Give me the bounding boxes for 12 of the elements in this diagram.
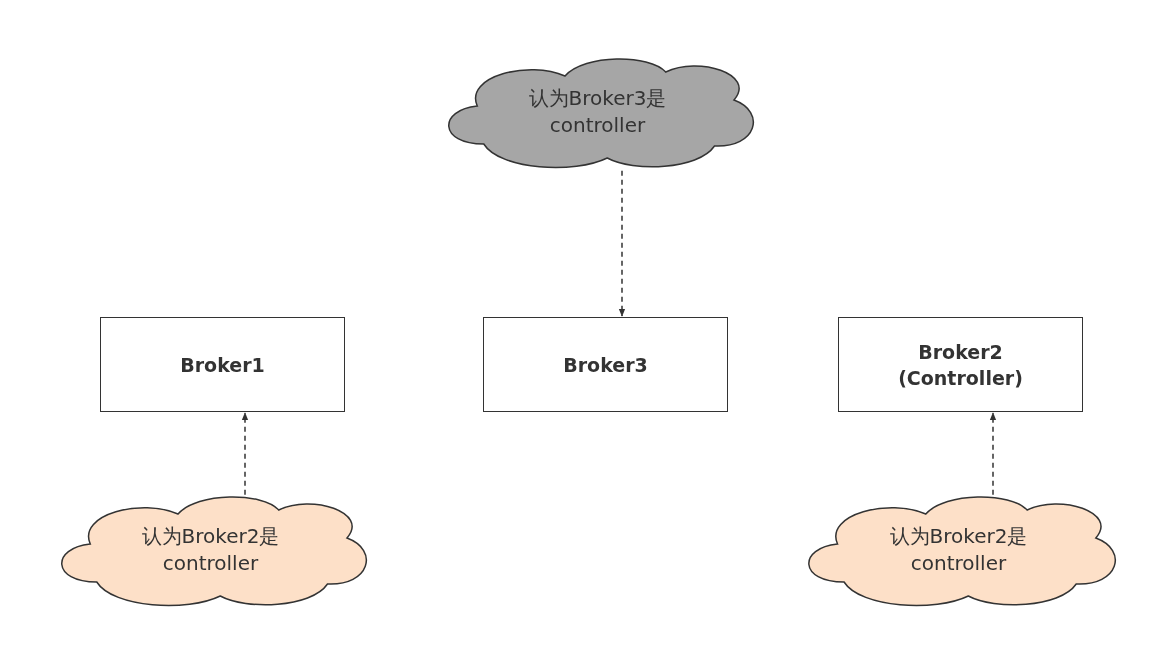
process-box	[838, 317, 1083, 412]
process-box	[483, 317, 728, 412]
box-label: Broker2 (Controller)	[897, 339, 1024, 391]
cloud-text: 认为Broker2是controller	[888, 523, 1029, 577]
process-box	[100, 317, 345, 412]
box-label: Broker1	[179, 352, 266, 378]
arrow	[618, 170, 626, 317]
arrow	[989, 412, 997, 496]
arrow	[241, 412, 249, 496]
box-label: Broker3	[562, 352, 649, 378]
cloud-text: 认为Broker2是controller	[140, 523, 281, 577]
cloud-text: 认为Broker3是controller	[527, 85, 668, 139]
